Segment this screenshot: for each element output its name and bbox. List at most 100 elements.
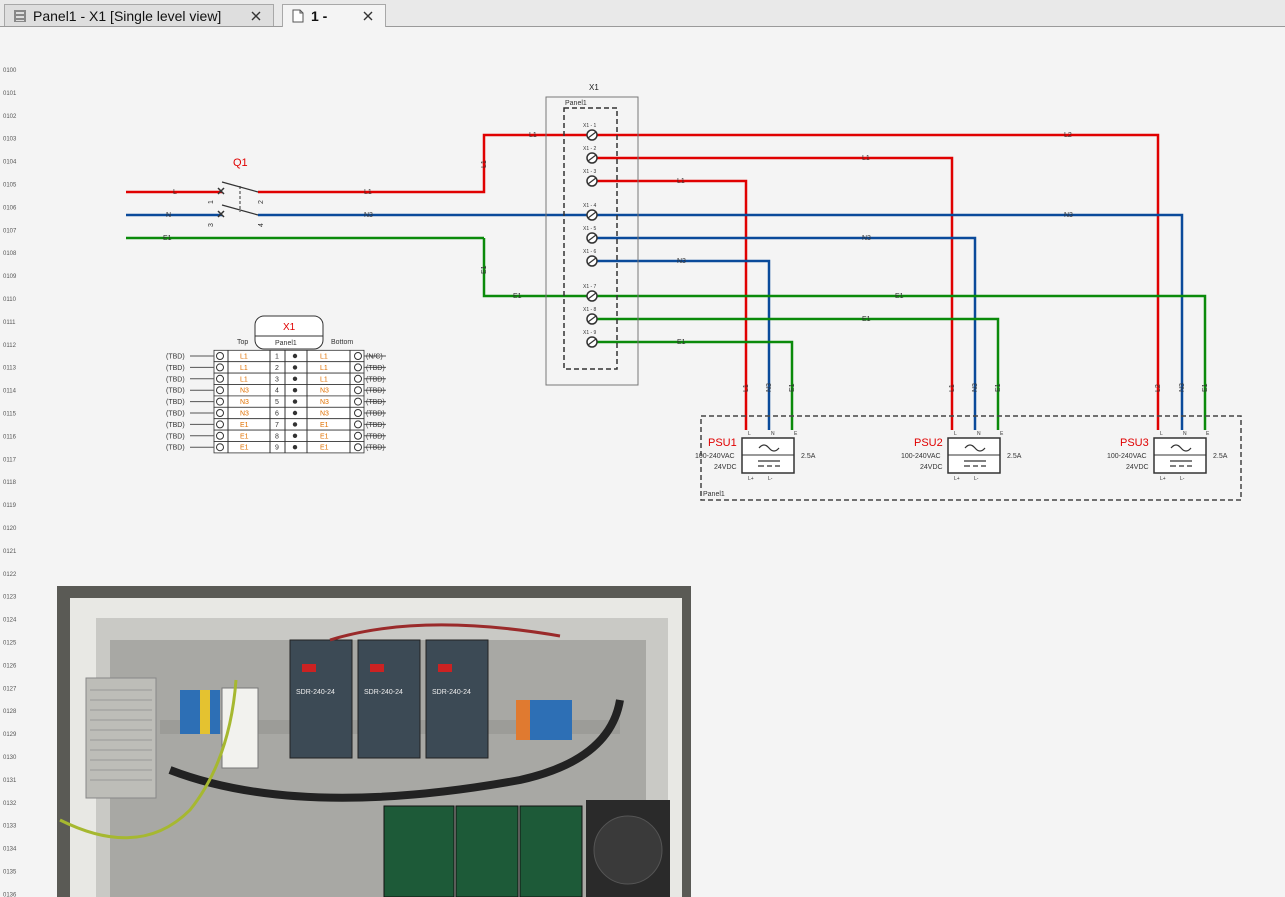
row-number: 0130 [3,755,17,761]
row-number: 0104 [3,160,17,166]
tab-panel1-x1[interactable]: Panel1 - X1 [Single level view] [4,4,274,26]
psu-pin: N [977,431,981,437]
photo-psu-label: SDR-240-24 [432,689,471,696]
wire-label: L2 [1064,132,1072,139]
strip-right-label: (TBD) [366,399,385,406]
wire-label: E1 [677,339,686,346]
strip-top-wire: E1 [240,433,249,440]
photo-psu-label: SDR-240-24 [364,689,403,696]
wire-label: E1 [789,383,796,392]
terminal[interactable]: X1 - 4 [583,203,598,221]
row-number: 0117 [3,457,17,463]
row-number: 0119 [3,503,17,509]
psu-pin: E [794,431,798,437]
row-number: 0113 [3,366,17,372]
strip-terminal-number: 1 [275,354,279,361]
terminal[interactable]: X1 - 5 [583,226,598,244]
terminal[interactable]: X1 - 7 [583,284,598,302]
row-number: 0127 [3,686,17,692]
terminal[interactable]: X1 - 8 [583,307,598,325]
terminal-label: X1 - 2 [583,146,597,152]
psu-pin: E [1000,431,1004,437]
terminal[interactable]: X1 - 6 [583,249,598,267]
row-number: 0105 [3,183,17,189]
wire-label: L2 [1155,384,1162,392]
wire-label: E1 [1202,383,1209,392]
row-number: 0118 [3,480,17,486]
strip-left-label: (TBD) [166,388,185,395]
row-number: 0108 [3,251,17,257]
tab-label: 1 - [311,8,328,24]
psu-pin: N [1183,431,1187,437]
terminal[interactable]: X1 - 1 [583,123,598,141]
strip-right-label: (TBD) [366,433,385,440]
psu-current: 2.5A [1213,453,1228,460]
strip-top-wire: L1 [240,354,248,361]
terminal-strip-name: X1 [589,83,599,92]
panel-sheet-icon [14,9,26,22]
wire-label: N3 [1179,383,1186,392]
page-icon [292,9,304,23]
wire-label: L1 [743,384,750,392]
psu-pin: L- [974,476,979,482]
dc-symbol-icon [964,460,986,467]
strip-top-wire: N3 [240,411,249,418]
wire-label: E1 [995,383,1002,392]
terminal[interactable]: X1 - 3 [583,169,598,187]
wire-label: N3 [972,383,979,392]
psu-pin: L+ [954,476,960,482]
close-icon[interactable] [249,9,263,23]
wire-label: L1 [949,384,956,392]
psu-pin: E [1206,431,1210,437]
terminal-strip-x1[interactable]: X1 Panel1 X1 - 1X1 - 2X1 - 3X1 - 4X1 - 5… [545,83,639,386]
strip-right-label: (TBD) [366,411,385,418]
strip-right-label: (TBD) [366,445,385,452]
strip-right-label: (TBD) [366,376,385,383]
strip-table-top-label: Top [237,339,248,346]
strip-left-label: (TBD) [166,433,185,440]
close-icon[interactable] [361,9,375,23]
strip-bottom-wire: N3 [320,399,329,406]
strip-terminal-number: 6 [275,411,279,418]
row-number: 0106 [3,205,17,211]
strip-left-label: (TBD) [166,365,185,372]
strip-bottom-wire: N3 [320,411,329,418]
terminal[interactable]: X1 - 9 [583,330,598,348]
psu-output: 24VDC [920,464,943,471]
strip-bottom-wire: L1 [320,376,328,383]
wire-label: L [173,189,177,196]
wire-label: N3 [1064,212,1073,219]
strip-table-subtitle: Panel1 [275,340,297,347]
strip-top-wire: N3 [240,399,249,406]
dc-symbol-icon [1170,460,1192,467]
pin-label: 4 [258,223,265,227]
panel-photo[interactable]: SDR-240-24 SDR-240-24 SDR-240-24 [57,586,691,897]
terminal-label: X1 - 3 [583,169,597,175]
wire-label: E1 [163,235,172,242]
row-number: 0136 [3,892,17,897]
row-number: 0102 [3,114,17,120]
terminal[interactable]: X1 - 2 [583,146,598,164]
wire-label: L1 [529,132,537,139]
row-number: 0114 [3,389,17,395]
tab-page-1[interactable]: 1 - [282,4,386,27]
row-number: 0124 [3,618,17,624]
breaker-q1[interactable]: Q1 L N E1 1 2 3 4 [126,157,484,242]
psu-pin: L [954,431,957,437]
row-number: 0132 [3,801,17,807]
row-number: 0125 [3,641,17,647]
